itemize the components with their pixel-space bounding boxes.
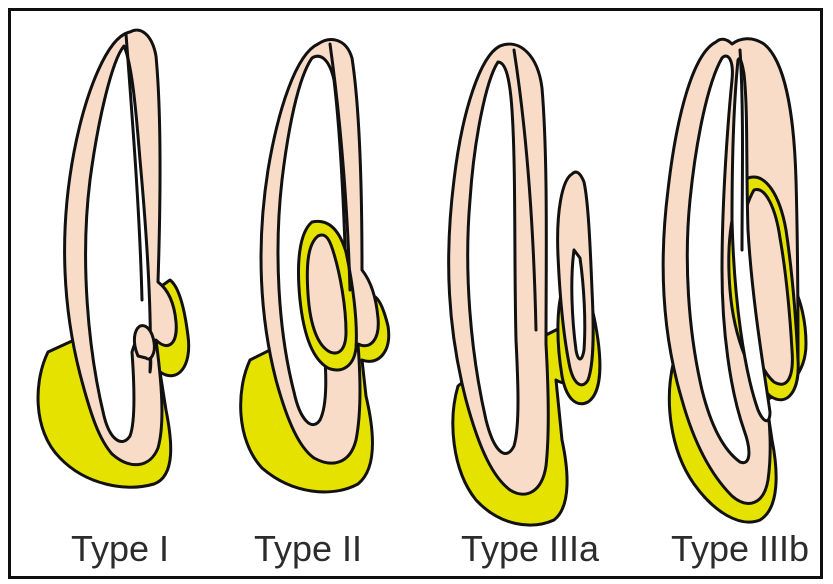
type-3a-label: Type IIIa: [440, 529, 620, 569]
tooth-type-2: [241, 40, 389, 492]
tooth-type-1: [38, 30, 189, 487]
type-3b-label: Type IIIb: [660, 529, 820, 569]
invagination: [134, 326, 154, 359]
tooth-type-3a: [449, 44, 600, 525]
tooth-type-3b: [663, 39, 806, 522]
type-1-label: Type I: [40, 529, 200, 569]
type-2-label: Type II: [228, 529, 388, 569]
